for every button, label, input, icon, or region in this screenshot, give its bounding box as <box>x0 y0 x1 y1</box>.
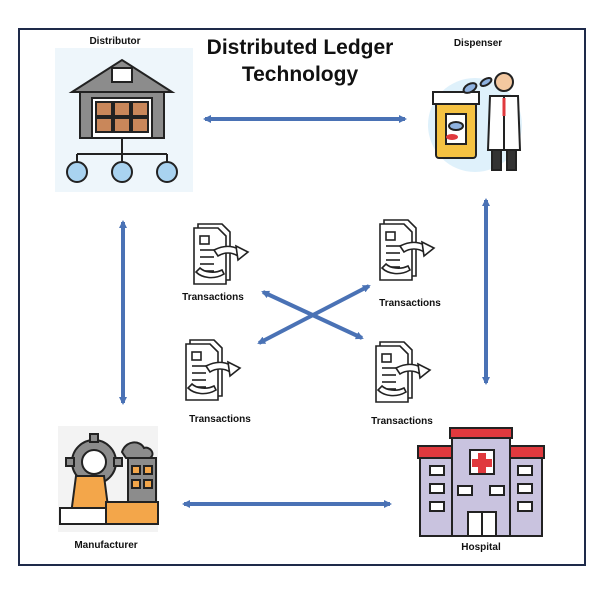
dispenser-label: Dispenser <box>453 38 503 49</box>
hospital-icon <box>417 427 545 537</box>
document-transfer-icon <box>193 223 250 285</box>
transaction-icons <box>185 219 436 403</box>
document-transfer-icon <box>379 219 436 281</box>
pharmacist-icon <box>428 72 522 172</box>
transaction-label-bottom-left: Transactions <box>189 414 251 425</box>
title-line-2: Technology <box>241 63 359 86</box>
diagram-frame <box>18 28 586 566</box>
document-transfer-icon <box>185 339 242 401</box>
document-transfer-icon <box>375 341 432 403</box>
transaction-label-bottom-right: Transactions <box>371 416 433 427</box>
manufacturer-label: Manufacturer <box>74 540 138 551</box>
transaction-label-top-right: Transactions <box>379 298 441 309</box>
hospital-label: Hospital <box>461 542 501 553</box>
transaction-label-top-left: Transactions <box>182 292 244 303</box>
factory-icon <box>58 426 159 532</box>
warehouse-network-icon <box>55 48 193 192</box>
title-line-1: Distributed Ledger <box>206 36 394 59</box>
arrows <box>119 115 490 508</box>
arrow-cross-2 <box>257 284 371 345</box>
diagram-title: Distributed Ledger Technology <box>207 34 394 88</box>
distributor-label: Distributor <box>89 36 141 47</box>
